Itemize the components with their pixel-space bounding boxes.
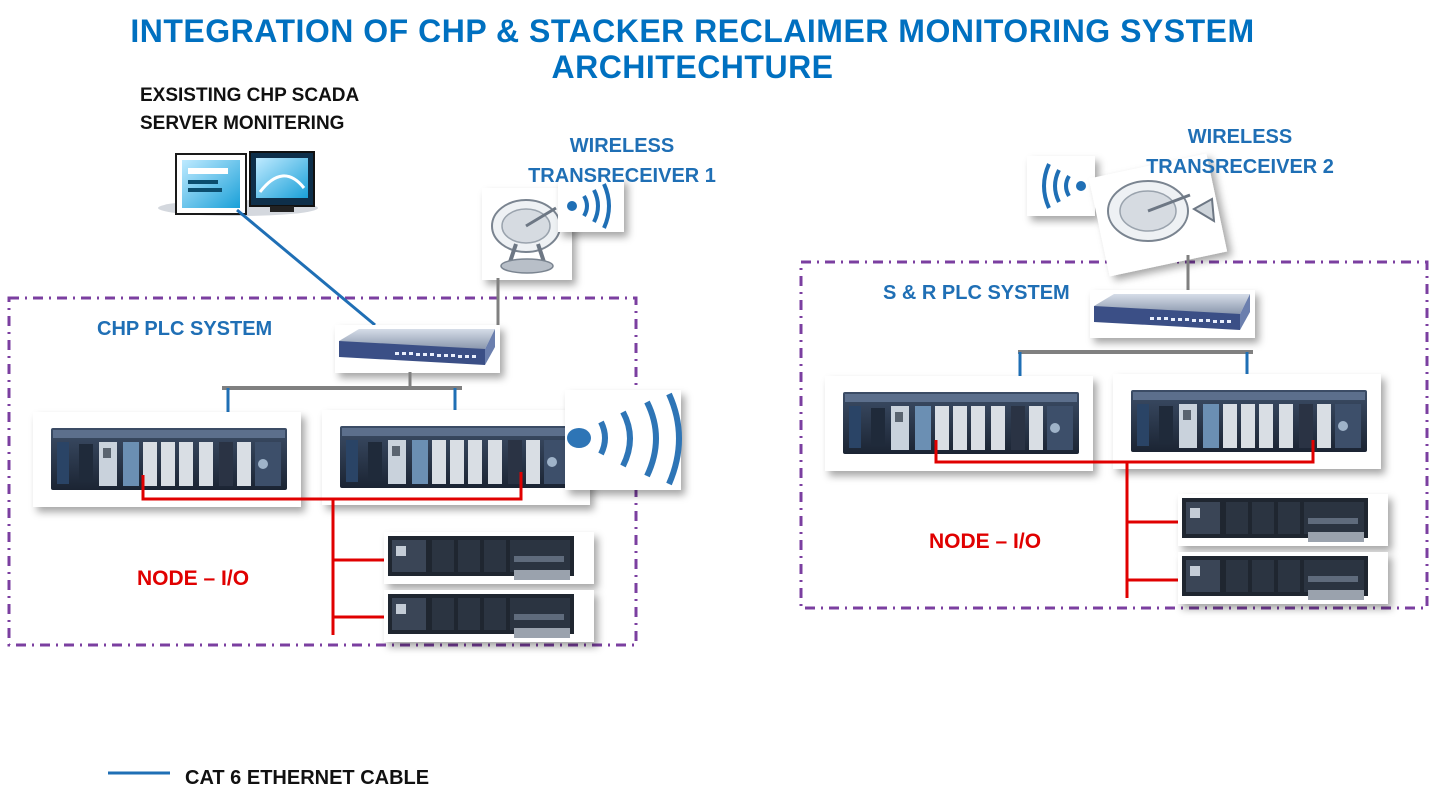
sr-io-bus-link xyxy=(934,440,1315,464)
diagram-title-line1: INTEGRATION OF CHP & STACKER RECLAIMER M… xyxy=(130,13,1255,49)
wireless-transceiver-2-dish-icon xyxy=(1088,153,1228,277)
chp-network-switch-icon xyxy=(335,325,500,373)
scada-server-label-line2: SERVER MONITERING xyxy=(140,113,345,134)
wireless-transceiver-2-label-line2: TRANSRECEIVER 2 xyxy=(1146,156,1334,178)
wireless-transceiver-2-label-line1: WIRELESS xyxy=(1187,126,1293,148)
chp-wireless-signal-icon xyxy=(565,390,682,490)
legend-ethernet-label: CAT 6 ETHERNET CABLE xyxy=(185,767,430,789)
sr-io-node-2 xyxy=(1178,552,1388,604)
sr-io-node-1 xyxy=(1178,494,1388,546)
sr-plc-rack-1 xyxy=(825,376,1093,471)
chp-plc-rack-1 xyxy=(33,412,301,507)
scada-server-label-line1: EXSISTING CHP SCADA xyxy=(140,85,360,106)
chp-node-io-label: NODE – I/O xyxy=(137,567,250,590)
sr-network-switch-icon xyxy=(1090,290,1255,338)
diagram-title-line2: ARCHITECHTURE xyxy=(551,49,834,85)
sr-plc-rack-2 xyxy=(1113,374,1381,469)
wireless-transceiver-1-label-line1: WIRELESS xyxy=(569,135,675,157)
s-and-r-plc-system-label: S & R PLC SYSTEM xyxy=(883,282,1070,304)
wireless-signal-icon xyxy=(558,178,624,232)
wireless-transceiver-1-label-line2: TRANSRECEIVER 1 xyxy=(528,165,716,187)
chp-io-node-1 xyxy=(384,532,594,584)
sr-wireless-signal-icon xyxy=(1027,156,1095,216)
chp-plc-rack-2 xyxy=(322,410,590,505)
scada-server-icon xyxy=(158,151,318,216)
chp-io-node-2 xyxy=(384,590,594,642)
ethernet-server-to-chp-switch xyxy=(236,208,376,327)
sr-node-io-label: NODE – I/O xyxy=(929,530,1042,553)
chp-plc-system-label: CHP PLC SYSTEM xyxy=(97,318,273,340)
wireless-transceiver-1-dish-icon xyxy=(482,188,572,280)
